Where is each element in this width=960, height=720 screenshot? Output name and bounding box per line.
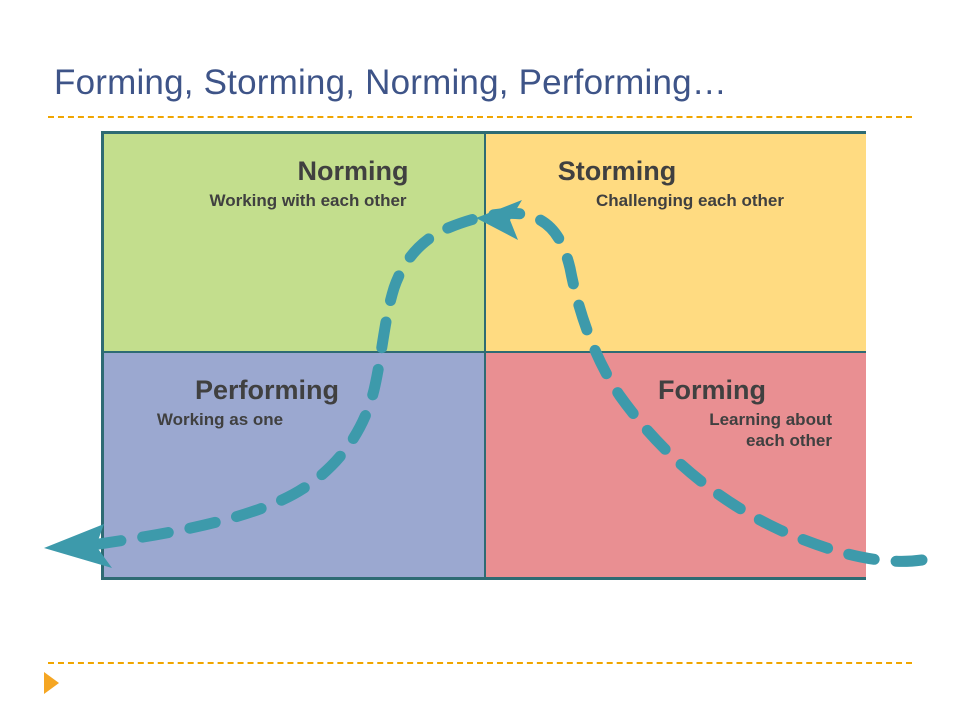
- quadrant-forming-subtitle: Learning about each other: [508, 409, 844, 452]
- quadrant-storming-heading: Storming: [557, 156, 677, 186]
- page-title: Forming, Storming, Norming, Performing…: [54, 63, 727, 102]
- quadrant-norming[interactable]: Norming Working with each other: [104, 134, 486, 353]
- quadrant-forming-subtitle-line1: Learning about: [709, 410, 832, 430]
- quadrant-performing[interactable]: Performing Working as one: [104, 353, 486, 577]
- quadrant-performing-heading: Performing: [194, 375, 340, 405]
- quadrant-forming[interactable]: Forming Learning about each other: [486, 353, 866, 577]
- bullet-triangle-icon: [44, 672, 59, 694]
- tuckman-matrix: Norming Working with each other Storming…: [101, 131, 866, 580]
- quadrant-storming[interactable]: Storming Challenging each other: [486, 134, 866, 353]
- title-divider-rule: [48, 116, 912, 118]
- quadrant-forming-subtitle-line2: each other: [746, 431, 832, 451]
- quadrant-storming-subtitle: Challenging each other: [596, 191, 784, 211]
- footer-divider-rule: [48, 662, 912, 664]
- quadrant-norming-subtitle: Working with each other: [209, 191, 407, 211]
- quadrant-forming-heading: Forming: [658, 375, 766, 405]
- quadrant-norming-heading: Norming: [297, 156, 409, 186]
- quadrant-performing-subtitle: Working as one: [156, 410, 284, 430]
